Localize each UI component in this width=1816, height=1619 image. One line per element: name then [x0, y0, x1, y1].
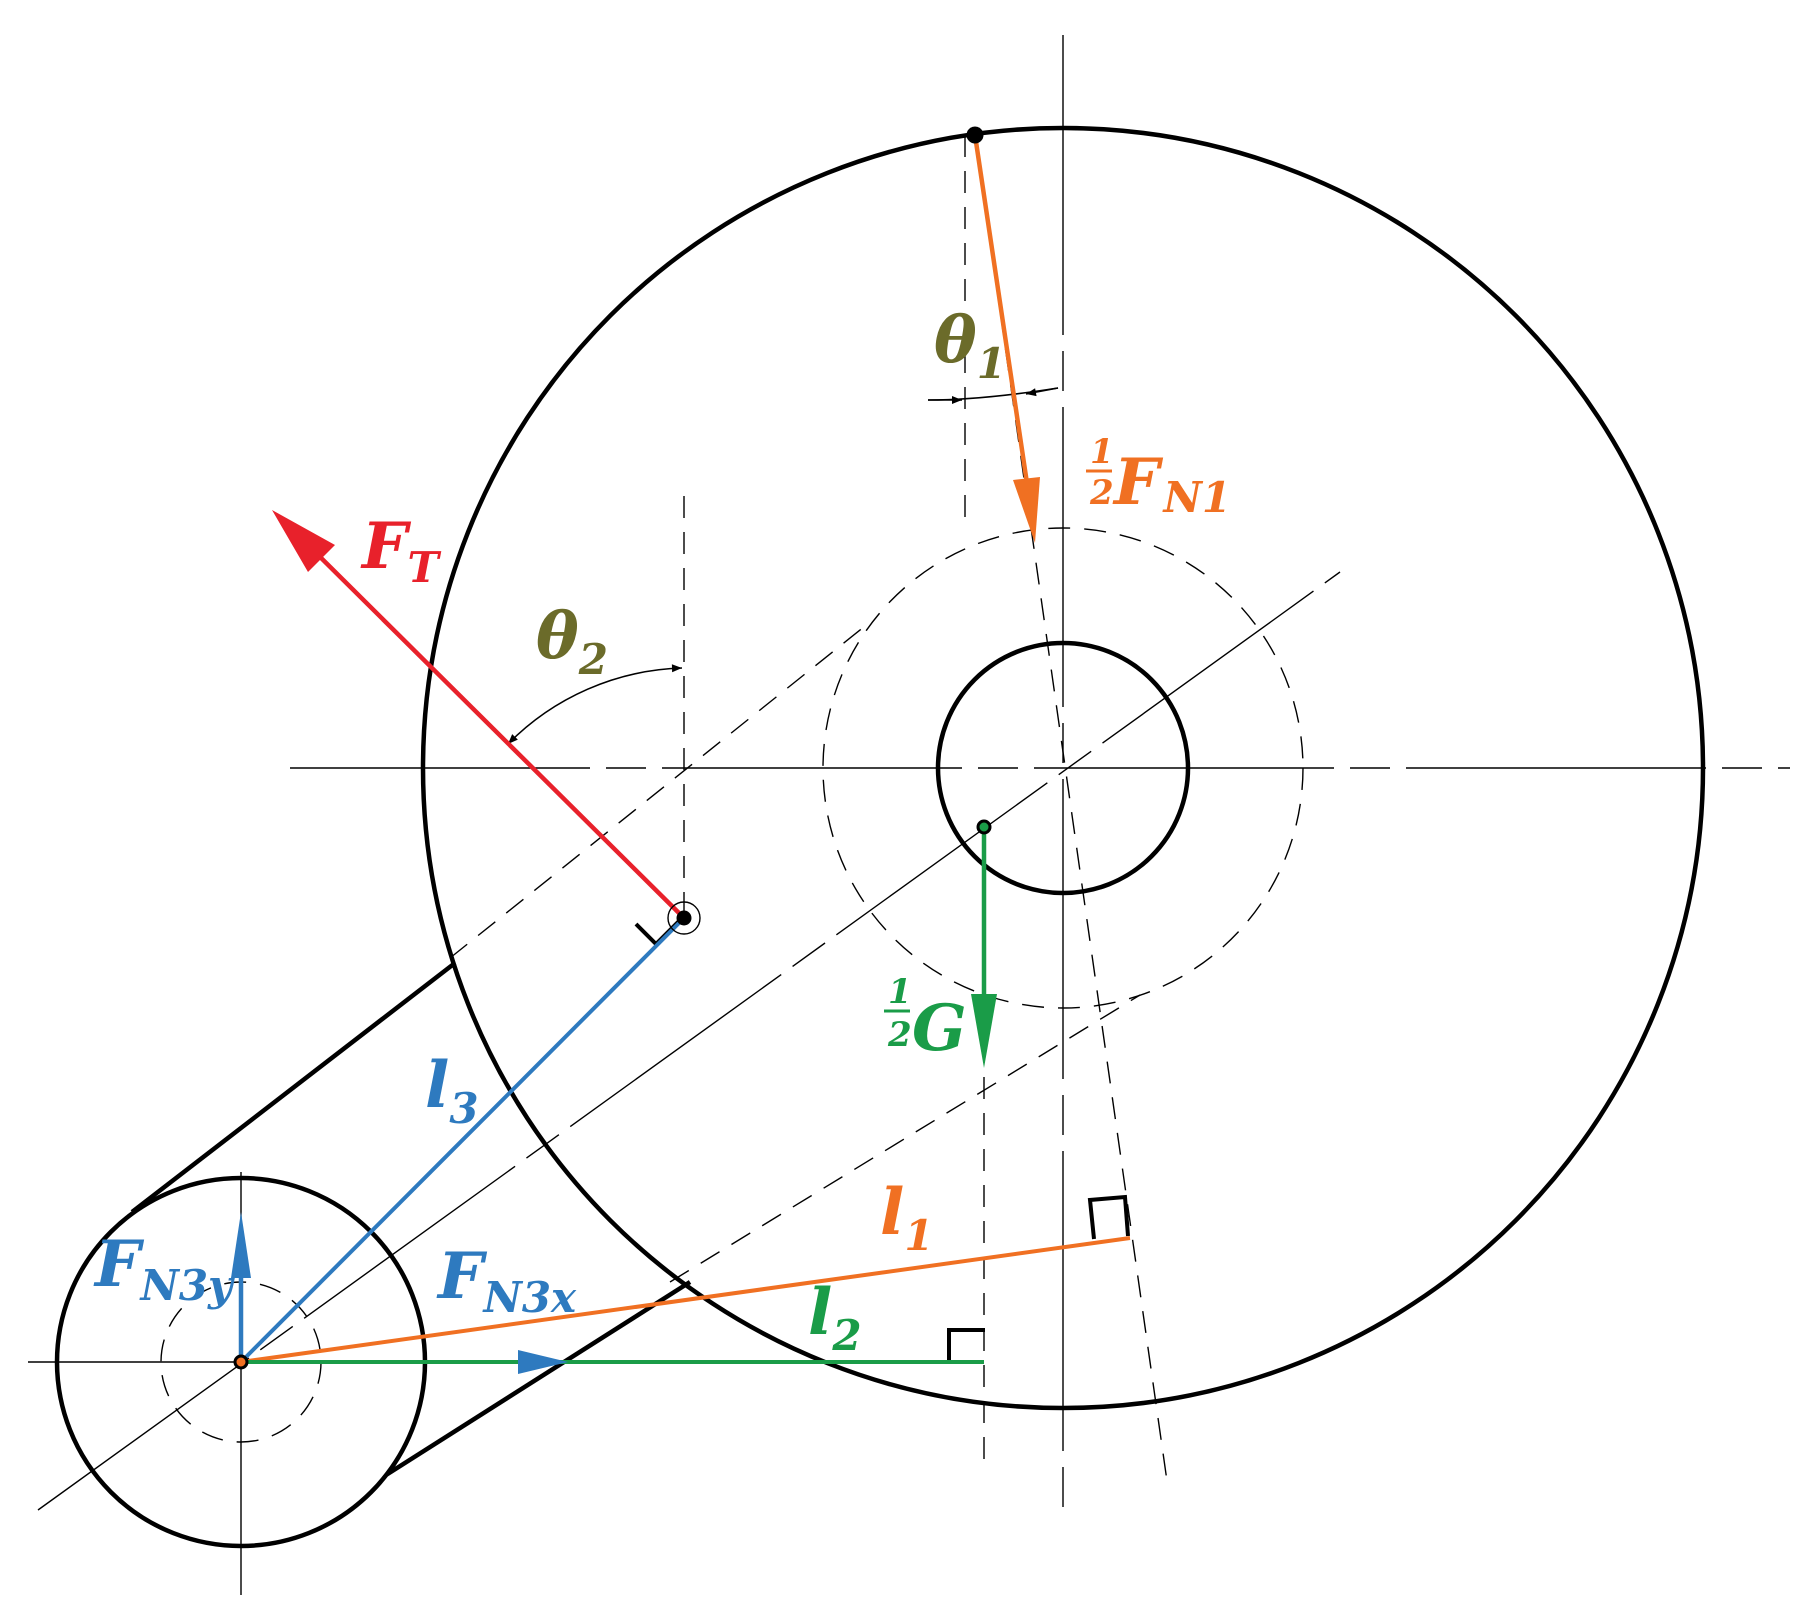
points [233, 126, 992, 1370]
large-wheel [420, 125, 1706, 1411]
label-l3-sub: 3 [449, 1084, 478, 1133]
angle-arcs [507, 387, 1059, 745]
g-arrowhead [971, 994, 997, 1068]
l1-arm [240, 1236, 1131, 1364]
label-l1: l1 [880, 1175, 934, 1260]
weight-application-point [976, 819, 992, 835]
theta1-arc [927, 387, 1059, 401]
label-theta2-sub: 2 [578, 635, 608, 684]
wheel-outlines [54, 125, 1706, 1549]
label-ft-sub: T [407, 543, 441, 592]
force-arrows [231, 134, 1040, 1374]
label-l3-main: l [425, 1048, 449, 1123]
label-l3: l3 [425, 1048, 479, 1133]
diagonal-centerline [37, 571, 1341, 1511]
label-fn1: FN1 [1112, 445, 1231, 522]
label-theta1-sub: 1 [977, 339, 1006, 388]
label-fn1-sub: N1 [1161, 473, 1231, 522]
label-l1-main: l [880, 1175, 904, 1250]
right-angle-l1 [1087, 1194, 1130, 1240]
fn1-arrowhead [1013, 477, 1040, 543]
tension-point-ring [667, 901, 701, 935]
label-fn1-main: F [1112, 445, 1164, 520]
small-wheel-center-point [233, 1354, 249, 1370]
ft-arrow-shaft [303, 540, 686, 920]
label-fn1-den: 2 [1089, 473, 1114, 513]
label-fn3y-sub: N3y [138, 1261, 235, 1310]
label-g-num: 1 [888, 972, 912, 1012]
label-theta2-main: θ [536, 599, 579, 674]
lower-tangent-belt [384, 1280, 692, 1477]
label-fn3x-sub: N3x [481, 1273, 577, 1322]
hub-circle [935, 640, 1191, 896]
theta2-arc [507, 664, 683, 745]
lower-tangent-extension [669, 994, 1141, 1283]
label-theta2: θ2 [536, 599, 608, 684]
upper-tangent-extension [449, 621, 871, 959]
label-fn3x-main: F [436, 1239, 488, 1314]
tension-point [676, 910, 692, 926]
fn1-arrow-shaft [972, 134, 1031, 491]
pitch-circle-big [822, 527, 1304, 1009]
label-l1-sub: 1 [904, 1211, 933, 1260]
label-fn3y-main: F [93, 1227, 145, 1302]
right-angle-l2 [947, 1328, 985, 1362]
label-g-den: 2 [887, 1015, 912, 1055]
label-fn3y: FN3y [93, 1227, 235, 1310]
label-g-main: G [912, 991, 967, 1066]
ft-arrowhead [272, 510, 335, 572]
fn3y-arrowhead [231, 1212, 251, 1278]
label-l2: l2 [808, 1275, 862, 1360]
moment-arms [239, 916, 1131, 1364]
label-ft: FT [360, 509, 441, 592]
l3-arm [239, 916, 686, 1364]
label-theta1: θ1 [934, 303, 1006, 388]
upper-tangent-belt [130, 961, 457, 1214]
dashed-construction-lines [160, 134, 1304, 1489]
label-ft-main: F [360, 509, 412, 584]
fn3x-arrowhead [518, 1350, 568, 1374]
contact-point-top [966, 126, 984, 144]
label-fn1-num: 1 [1090, 432, 1114, 472]
label-fn3x: FN3x [436, 1239, 577, 1322]
center-lines [28, 35, 1790, 1595]
label-theta1-main: θ [934, 303, 977, 378]
label-l2-main: l [808, 1275, 832, 1350]
label-l2-sub: 2 [831, 1311, 861, 1360]
